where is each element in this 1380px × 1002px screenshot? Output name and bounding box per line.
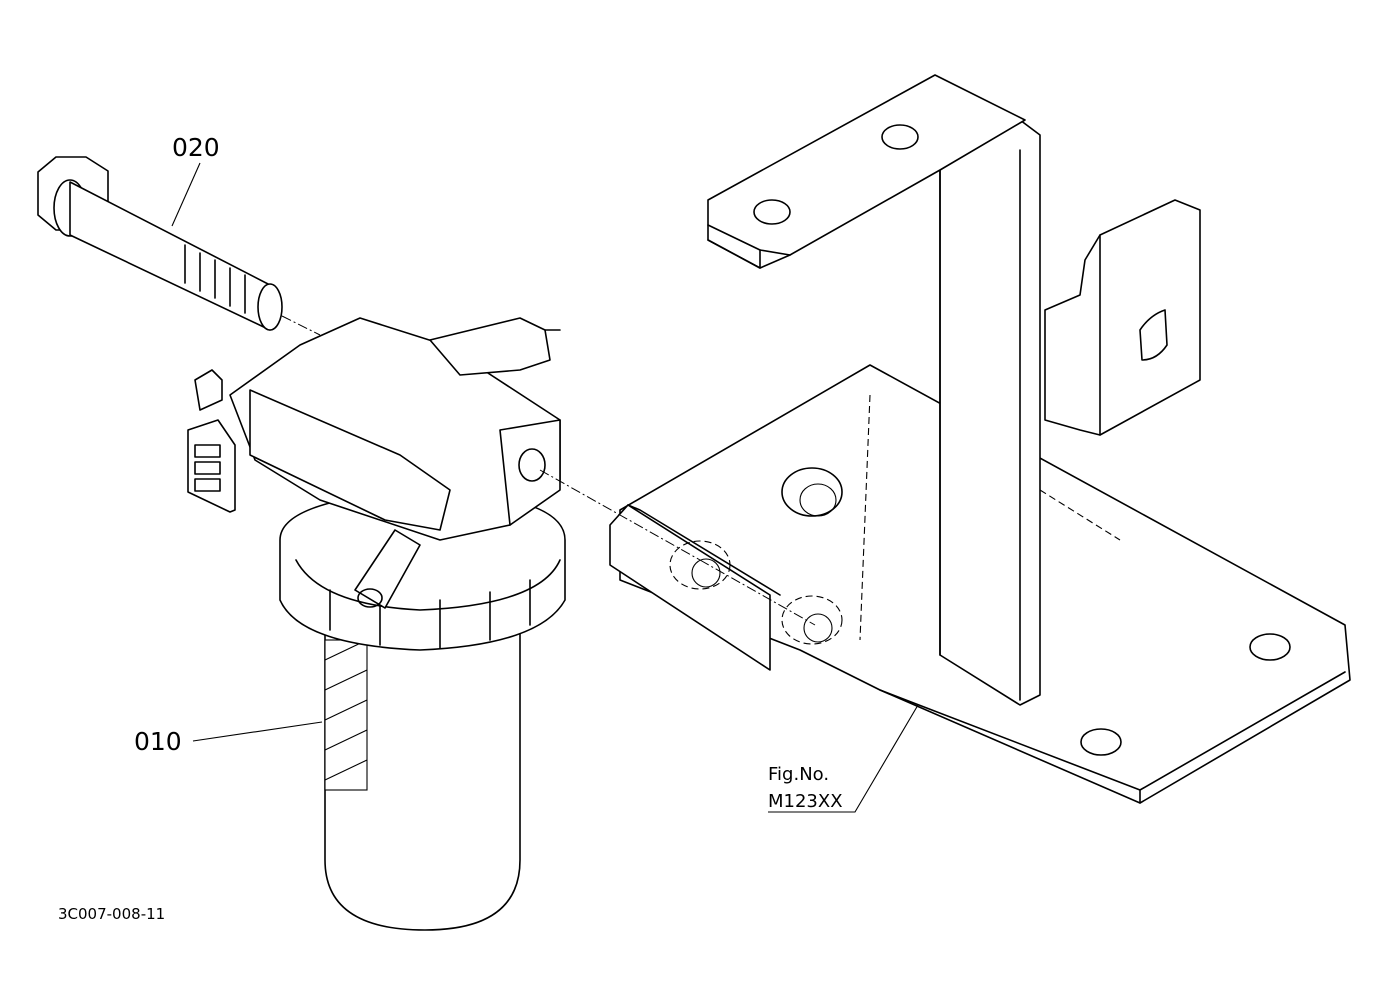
- weld-nut-2: [669, 540, 731, 590]
- callout-010: 010: [134, 721, 323, 756]
- bracket-side-tab: [1044, 199, 1201, 436]
- leader-line-020: [171, 162, 201, 227]
- bolt-thread-marks: [184, 244, 246, 314]
- figure-ref-leader: [768, 704, 919, 813]
- weld-nut-3: [781, 595, 843, 645]
- bowl-hatching: [324, 639, 368, 791]
- callout-020: 020: [171, 133, 220, 227]
- callout-label-020: 020: [172, 133, 220, 162]
- bolt-shank: [69, 181, 271, 331]
- bolt-tip: [257, 283, 283, 331]
- bracket-upright: [939, 119, 1041, 706]
- callout-label-010: 010: [134, 727, 182, 756]
- bracket-left-flange: [609, 504, 771, 671]
- flange-bolt: [37, 156, 283, 331]
- weld-nut-1: [781, 467, 843, 517]
- leader-line-010: [192, 721, 323, 742]
- head-eyelet: [499, 419, 561, 526]
- mounting-bracket: [609, 74, 1351, 804]
- figure-reference: Fig.No. M123XX: [768, 704, 919, 813]
- top-arm-hole-1: [753, 199, 791, 225]
- side-tab-slot: [1139, 309, 1168, 361]
- drawing-code: 3C007-008-11: [58, 905, 165, 923]
- outlet-fitting: [429, 317, 551, 376]
- valve-body: [249, 389, 451, 531]
- figure-ref-line-1: Fig.No.: [768, 764, 829, 785]
- top-arm-hole-2: [881, 124, 919, 150]
- figure-ref-line-2: M123XX: [768, 791, 843, 812]
- base-hole-2: [1080, 728, 1122, 756]
- base-hole-1: [1249, 633, 1291, 661]
- fuel-filter-assembly: [187, 317, 566, 931]
- filter-bowl: [324, 624, 521, 931]
